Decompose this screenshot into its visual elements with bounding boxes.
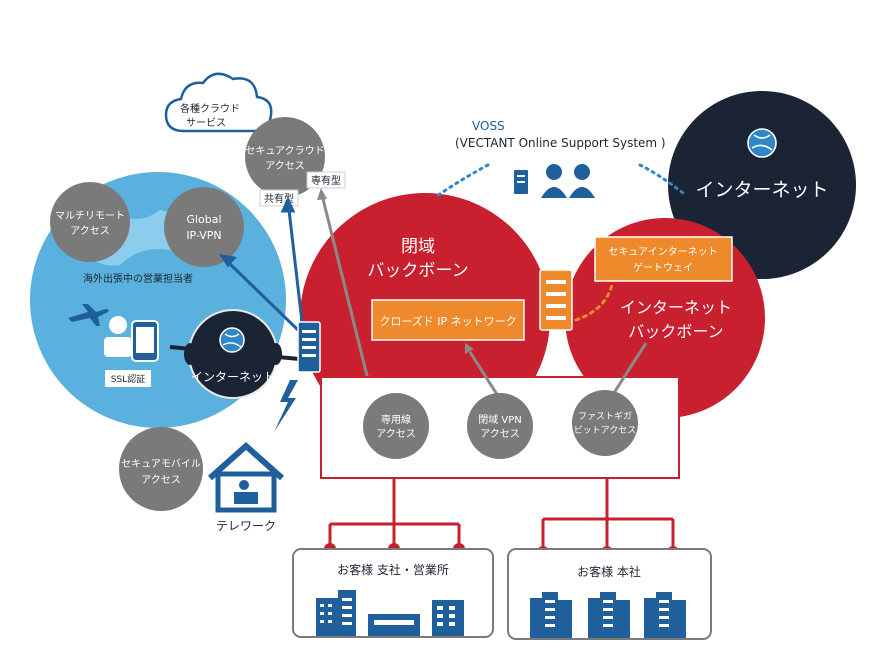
hq-buildings-icon: [530, 592, 686, 638]
access-vpn-line1: 閉域 VPN: [478, 413, 522, 426]
telework-house-icon: [208, 441, 284, 513]
multi-remote-circle: [50, 182, 130, 262]
internet-backbone-title-2: バックボーン: [628, 322, 723, 341]
access-gigabit-line1: ファストギガ: [578, 411, 632, 422]
vpn-link: [468, 351, 500, 397]
arrow-to-global-vpn: [227, 261, 300, 332]
secure-gateway-box: [594, 236, 733, 282]
cloud-services: 各種クラウド サービス: [164, 72, 273, 133]
access-arrows: [218, 196, 304, 332]
cloud-label-2: サービス: [186, 117, 226, 129]
internet-label: インターネット: [695, 179, 828, 201]
dedicated-arrow-head: [317, 188, 327, 200]
global-vpn-line2: IP-VPN: [186, 229, 221, 242]
gigabit-link: [610, 342, 648, 397]
gateway-dotted-link: [574, 283, 614, 322]
access-fast-gigabit: ファストギガ ビットアクセス: [572, 390, 638, 456]
closed-backbone-title-2: バックボーン: [367, 261, 468, 281]
multi-remote-line1: マルチリモート: [55, 210, 125, 222]
secure-cloud-access-line2: アクセス: [265, 160, 305, 172]
secure-mobile-line2: アクセス: [141, 474, 181, 486]
airplane-icon: [68, 304, 109, 326]
access-gigabit-line2: ビットアクセス: [574, 425, 637, 436]
arrow-head-cloud-shared: [280, 196, 296, 213]
access-dedicated: 専用線 アクセス: [363, 393, 429, 459]
customer-hq-label: お客様 本社: [577, 564, 641, 579]
access-vpn-line2: アクセス: [480, 428, 520, 440]
secure-cloud-access-line1: セキュアクラウド: [245, 145, 324, 157]
router-icon: [297, 321, 321, 373]
dedicated-tag-label: 専有型: [311, 174, 341, 187]
secure-cloud-access-circle: [245, 117, 325, 197]
site-links: [328, 478, 675, 552]
secure-mobile-line1: セキュアモバイル: [121, 458, 201, 470]
closed-ip-network-label: クローズド IP ネットワーク: [379, 314, 516, 328]
globe-icon: [747, 128, 777, 158]
telework-label: テレワーク: [216, 519, 276, 533]
voss-dotted-link-left: [435, 163, 490, 198]
access-dedicated-line2: アクセス: [376, 428, 416, 440]
access-dedicated-line1: 専用線: [381, 413, 411, 426]
ssl-badge: [105, 370, 151, 387]
cloud-label-1: 各種クラウド: [180, 102, 240, 115]
dedicated-tag: [306, 171, 346, 189]
internet-left-label: インターネット: [191, 370, 275, 384]
access-vpn-circle: [467, 393, 533, 459]
access-dedicated-circle: [363, 393, 429, 459]
voss-title: VOSS: [472, 119, 505, 133]
gateway-server-icon: [539, 269, 573, 331]
ssl-badge-label: SSL認証: [111, 373, 145, 385]
global-vpn-circle: [164, 187, 244, 267]
branch-windows: [320, 598, 455, 626]
overseas-label: 海外出張中の営業担当者: [83, 272, 193, 285]
salesperson-icon: [104, 316, 159, 362]
vpn-arrow-head: [465, 343, 474, 354]
globe-icon-left: [219, 327, 245, 353]
hq-windows: [545, 600, 669, 627]
access-closed-vpn: 閉域 VPN アクセス: [467, 393, 533, 459]
arrow-head-global-vpn: [218, 253, 237, 268]
cloud-icon: [164, 72, 273, 133]
multi-remote-line2: アクセス: [70, 225, 110, 237]
secure-gateway-label-2: ゲートウェイ: [633, 262, 693, 274]
closed-ip-network-box: [371, 299, 525, 341]
customer-branch-label: お客様 支社・営業所: [337, 562, 449, 577]
secure-mobile-circle: [119, 427, 203, 511]
internet-left-coupler: [184, 343, 196, 365]
internet-right-coupler: [270, 343, 282, 365]
arrow-to-cloud-shared: [287, 209, 304, 323]
internet-node-left: [188, 309, 278, 399]
secure-gateway-label-1: セキュアインターネット: [608, 246, 717, 258]
voss-dotted-link-right: [638, 163, 685, 195]
wireless-bolt-icon: [274, 380, 298, 432]
voss-subtitle: (VECTANT Online Support System ): [455, 136, 666, 150]
access-gigabit-circle: [572, 390, 638, 456]
global-vpn-line1: Global: [186, 213, 221, 226]
support-staff-icon: [514, 164, 595, 198]
closed-backbone-title-1: 閉域: [401, 237, 435, 257]
internet-backbone-title-1: インターネット: [620, 298, 732, 317]
